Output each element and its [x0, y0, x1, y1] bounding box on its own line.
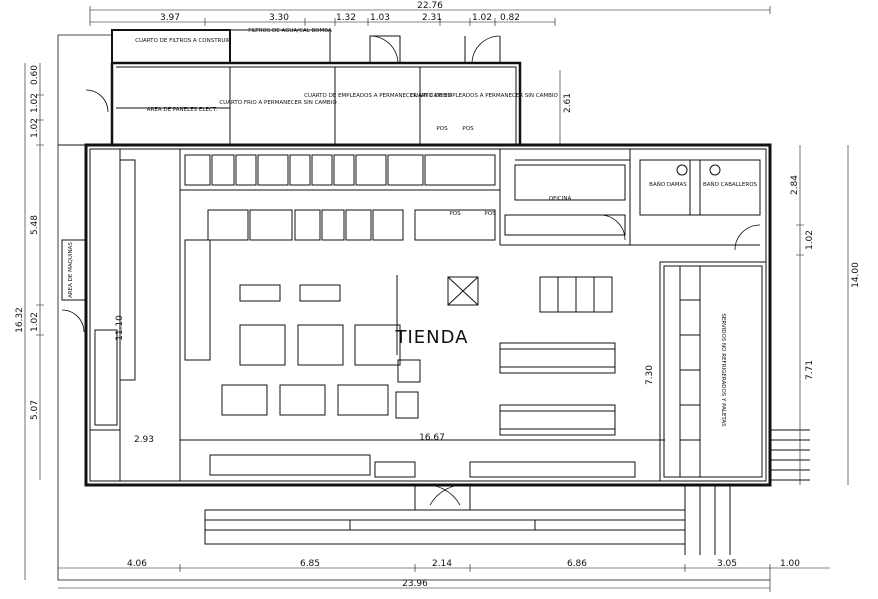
dim-interior-2: 11.10	[115, 315, 125, 341]
dim-bottom-2: 6.85	[300, 559, 320, 569]
dim-left-6: 5.07	[30, 400, 40, 420]
dim-bottom-total: 23.96	[402, 579, 428, 589]
label-bath-men: BAÑO CABALLEROS	[703, 181, 758, 188]
dim-interior-1: 2.61	[563, 93, 573, 113]
label-pos-3: POS	[436, 126, 448, 132]
dim-top-6: 1.02	[472, 13, 492, 23]
dim-left-2: 1.02	[30, 93, 40, 113]
label-pos-1: POS	[449, 211, 461, 217]
right-wing	[659, 261, 767, 482]
dining-tables	[221, 275, 479, 419]
dim-left-1: 0.60	[30, 65, 40, 85]
dim-left-3: 1.02	[30, 118, 40, 138]
dim-right-1: 2.84	[790, 175, 800, 195]
dim-left-4: 5.48	[30, 215, 40, 235]
dim-interior-4: 16.67	[419, 433, 445, 443]
label-bath-women: BAÑO DAMAS	[649, 181, 687, 188]
dim-bottom-6: 1.00	[780, 559, 800, 569]
label-service-note: SERVIDOS NO REFRIGERADOS Y PALETAS	[720, 313, 726, 427]
office-bath	[504, 159, 761, 236]
label-employee-room-1: CUARTO DE EMPLEADOS A PERMANECER SIN CAM…	[304, 93, 452, 99]
dimension-lines	[24, 6, 849, 592]
dim-bottom-5: 3.05	[717, 559, 737, 569]
doors	[61, 35, 761, 506]
dim-bottom-3: 2.14	[432, 559, 452, 569]
plan-title: TIENDA	[395, 327, 469, 348]
dim-bottom-1: 4.06	[127, 559, 147, 569]
dim-right-total: 14.00	[851, 262, 861, 288]
dim-top-4: 1.03	[370, 13, 390, 23]
dim-right-3: 7.71	[805, 360, 815, 380]
dim-bottom-4: 6.86	[567, 559, 587, 569]
label-pos-2: POS	[484, 211, 496, 217]
label-pos-4: POS	[462, 126, 474, 132]
label-employee-room-2: CUARTO DE EMPLEADOS A PERMANECER SIN CAM…	[410, 93, 558, 99]
dim-top-total: 22.76	[417, 1, 443, 11]
dim-right-2: 1.02	[805, 230, 815, 250]
dim-interior-3: 7.30	[645, 365, 655, 385]
dim-top-5: 2.31	[422, 13, 442, 23]
dim-left-total: 16.32	[15, 307, 25, 333]
label-cold-room: CUARTO FRIO A PERMANECER SIN CAMBIO	[219, 100, 337, 106]
dim-left-5: 1.02	[30, 312, 40, 332]
label-electric-panels: AREA DE PANELES ELECT.	[147, 107, 218, 113]
dim-top-3: 1.32	[336, 13, 356, 23]
front-sidewalk	[204, 429, 810, 555]
dim-top-2: 3.30	[269, 13, 289, 23]
dim-top-7: 0.82	[500, 13, 520, 23]
kitchen-equipment	[94, 154, 496, 426]
lounge-benches	[499, 276, 616, 436]
label-office: OFICINA	[549, 196, 572, 202]
dim-top-1: 3.97	[160, 13, 180, 23]
label-filter-room: CUARTO DE FILTROS A CONSTRUIR	[135, 38, 231, 44]
dim-interior-5: 2.93	[134, 435, 154, 445]
label-water-filters: FILTROS DE AGUA/CAL BOMBA	[248, 28, 332, 34]
label-machines: AREA DE MAQUINAS	[68, 242, 74, 298]
